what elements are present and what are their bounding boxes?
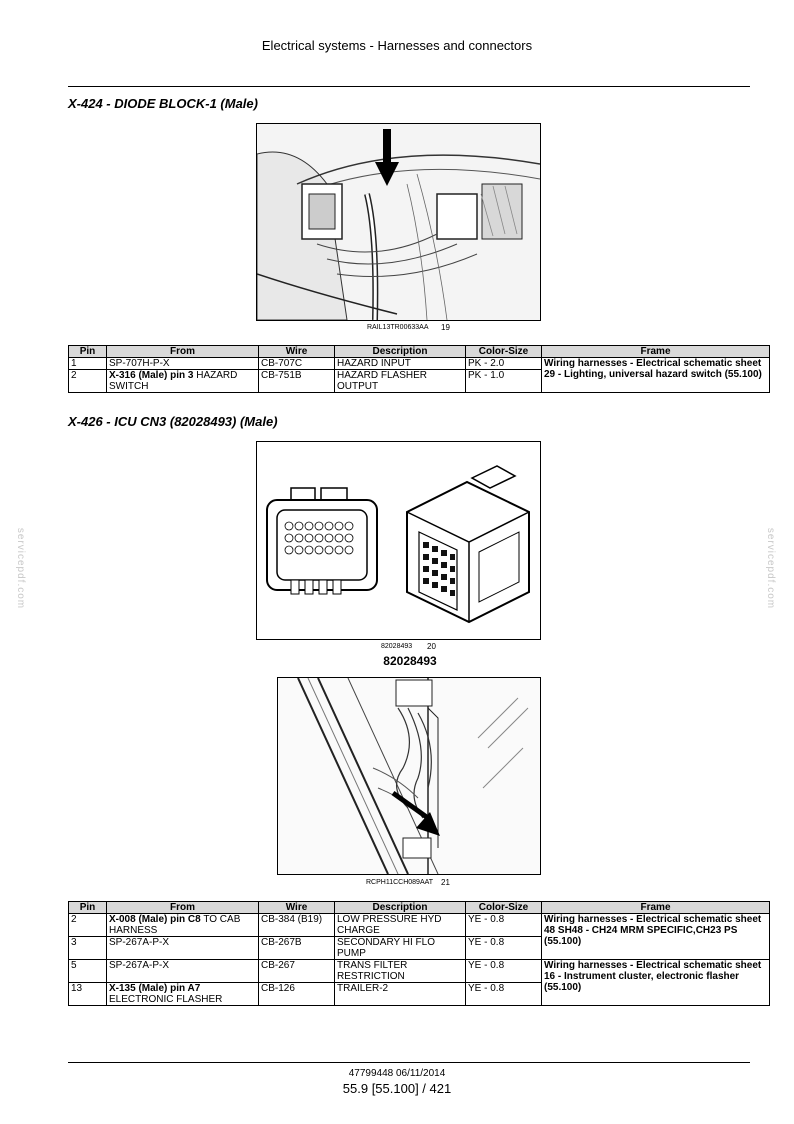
cell-from: SP-267A-P-X xyxy=(106,959,259,983)
cell-wire: CB-707C xyxy=(258,357,335,370)
header-rule xyxy=(68,86,750,87)
cell-pin: 5 xyxy=(68,959,107,983)
cell-pin: 3 xyxy=(68,936,107,960)
column-header-frame: Frame xyxy=(541,345,770,358)
icu-location-photo-image xyxy=(278,678,540,874)
table-row: 2 X-316 (Male) pin 3 HAZARD SWITCH CB-75… xyxy=(68,369,770,393)
cell-frame: Wiring harnesses - Electrical schematic … xyxy=(541,959,770,1006)
figure-20-drawing xyxy=(256,441,541,640)
figure-21-number: 21 xyxy=(441,878,450,887)
cell-wire: CB-751B xyxy=(258,369,335,393)
table-header-row: Pin From Wire Description Color-Size Fra… xyxy=(68,345,770,358)
figure-20-caption: 82028493 xyxy=(381,643,413,650)
diode-block-photo-image xyxy=(257,124,540,320)
cell-from-text: ELECTRONIC FLASHER xyxy=(109,994,223,1005)
cell-wire: CB-267B xyxy=(258,936,335,960)
column-header-from: From xyxy=(106,345,259,358)
cell-from: SP-267A-P-X xyxy=(106,936,259,960)
column-header-wire: Wire xyxy=(258,901,335,914)
table-row: 2 X-008 (Male) pin C8 TO CAB HARNESS CB-… xyxy=(68,913,770,960)
section-title-x426: X-426 - ICU CN3 (82028493) (Male) xyxy=(68,414,278,429)
cell-wire: CB-384 (B19) xyxy=(258,913,335,937)
cell-wire: CB-126 xyxy=(258,982,335,1006)
cell-color-size: YE - 0.8 xyxy=(465,959,542,983)
figure-21-photo xyxy=(277,677,541,875)
table-row: 5 SP-267A-P-X CB-267 TRANS FILTER RESTRI… xyxy=(68,959,770,1006)
cell-from-text: HAZARD SWITCH xyxy=(109,370,238,392)
cell-description: TRANS FILTER RESTRICTION xyxy=(334,959,466,983)
footer-document-id: 47799448 06/11/2014 xyxy=(348,1068,446,1079)
cell-from-text: SP-267A-P-X xyxy=(109,937,170,948)
table-row: 3 SP-267A-P-X CB-267B SECONDARY HI FLO P… xyxy=(68,936,770,960)
column-header-description: Description xyxy=(334,901,466,914)
cell-from-connector: X-135 (Male) pin A7 xyxy=(109,983,201,994)
connector-drawing-image xyxy=(266,465,530,624)
cell-pin: 13 xyxy=(68,982,107,1006)
cell-color-size: PK - 2.0 xyxy=(465,357,542,370)
cell-color-size: YE - 0.8 xyxy=(465,982,542,1006)
cell-description: LOW PRESSURE HYD CHARGE xyxy=(334,913,466,937)
cell-from-connector: X-316 (Male) pin 3 xyxy=(109,370,194,381)
cell-from-text: TO CAB HARNESS xyxy=(109,914,241,936)
cell-frame: Wiring harnesses - Electrical schematic … xyxy=(541,357,770,393)
column-header-from: From xyxy=(106,901,259,914)
footer-page-number: 55.9 [55.100] / 421 xyxy=(342,1081,452,1096)
footer-rule xyxy=(68,1062,750,1063)
cell-pin: 1 xyxy=(68,357,107,370)
cell-from-text: SP-267A-P-X xyxy=(109,960,170,971)
column-header-description: Description xyxy=(334,345,466,358)
cell-from-text: SP-707H-P-X xyxy=(109,358,170,369)
figure-19-caption: RAIL13TR00633AA xyxy=(367,324,429,331)
cell-color-size: YE - 0.8 xyxy=(465,913,542,937)
watermark-left: servicepdf.com xyxy=(15,527,27,610)
column-header-color-size: Color-Size xyxy=(465,901,542,914)
cell-from: X-316 (Male) pin 3 HAZARD SWITCH xyxy=(106,369,259,393)
column-header-wire: Wire xyxy=(258,345,335,358)
column-header-pin: Pin xyxy=(68,901,107,914)
section-title-x424: X-424 - DIODE BLOCK-1 (Male) xyxy=(68,96,258,111)
cell-frame: Wiring harnesses - Electrical schematic … xyxy=(541,913,770,960)
cell-pin: 2 xyxy=(68,913,107,937)
figure-19-photo xyxy=(256,123,541,321)
cell-pin: 2 xyxy=(68,369,107,393)
cell-from-connector: X-008 (Male) pin C8 xyxy=(109,914,201,925)
cell-color-size: YE - 0.8 xyxy=(465,936,542,960)
figure-20-number: 20 xyxy=(427,642,436,651)
cell-wire: CB-267 xyxy=(258,959,335,983)
figure-21-caption: RCPH11CCH089AAT xyxy=(366,879,434,886)
figure-19-number: 19 xyxy=(441,323,450,332)
cell-description: HAZARD FLASHER OUTPUT xyxy=(334,369,466,393)
cell-description: SECONDARY HI FLO PUMP xyxy=(334,936,466,960)
column-header-pin: Pin xyxy=(68,345,107,358)
table-row: 13 X-135 (Male) pin A7 ELECTRONIC FLASHE… xyxy=(68,982,770,1006)
cell-description: TRAILER-2 xyxy=(334,982,466,1006)
part-number-label: 82028493 xyxy=(383,654,437,668)
cell-description: HAZARD INPUT xyxy=(334,357,466,370)
page-header-title: Electrical systems - Harnesses and conne… xyxy=(261,38,533,53)
cell-from: X-008 (Male) pin C8 TO CAB HARNESS xyxy=(106,913,259,937)
column-header-color-size: Color-Size xyxy=(465,345,542,358)
watermark-right: servicepdf.com xyxy=(765,527,777,610)
column-header-frame: Frame xyxy=(541,901,770,914)
cell-color-size: PK - 1.0 xyxy=(465,369,542,393)
cell-from: SP-707H-P-X xyxy=(106,357,259,370)
cell-from: X-135 (Male) pin A7 ELECTRONIC FLASHER xyxy=(106,982,259,1006)
pin-table-x426: Pin From Wire Description Color-Size Fra… xyxy=(68,901,770,1006)
table-row: 1 SP-707H-P-X CB-707C HAZARD INPUT PK - … xyxy=(68,357,770,393)
table-header-row: Pin From Wire Description Color-Size Fra… xyxy=(68,901,770,914)
pin-table-x424: Pin From Wire Description Color-Size Fra… xyxy=(68,345,770,393)
